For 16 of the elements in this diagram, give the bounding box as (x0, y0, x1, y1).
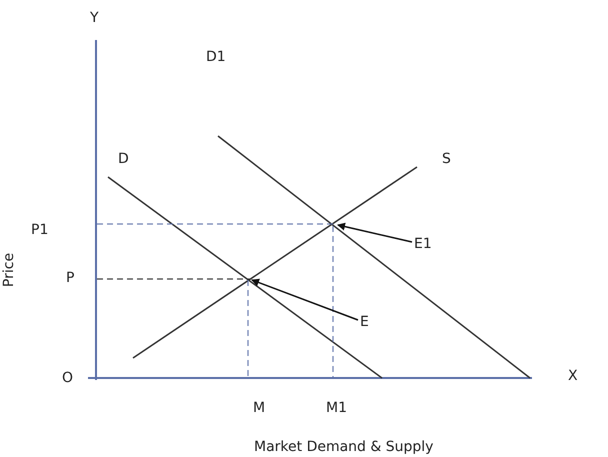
axis-label: D1 (206, 49, 226, 65)
axis-label: O (62, 370, 74, 386)
axis-label: S (442, 151, 451, 167)
point-label: E1 (414, 236, 432, 252)
point-label: E (360, 314, 369, 330)
axis-label: Y (90, 10, 99, 26)
axis-label: P (66, 270, 74, 286)
leader-line (337, 222, 412, 243)
axis-label: P1 (31, 222, 48, 238)
axis-label: X (568, 368, 578, 384)
axis-label: D (118, 151, 129, 167)
axis-label: Market Demand & Supply (254, 439, 434, 455)
axis-label: Price (1, 252, 18, 288)
axis-label: M (253, 400, 266, 416)
axis-label: M1 (326, 400, 347, 416)
leader-line (251, 278, 358, 321)
